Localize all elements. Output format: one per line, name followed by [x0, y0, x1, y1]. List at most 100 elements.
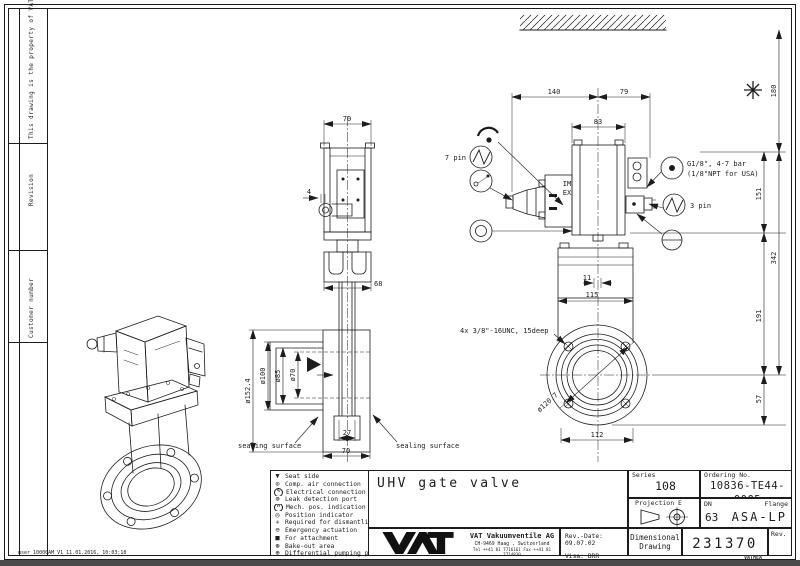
legend-item: ■For attachment [273, 535, 368, 543]
flange-value: ASA-LP [731, 510, 787, 524]
dn-value: 63 [705, 511, 719, 524]
dim-flange-width: 112 [591, 431, 604, 439]
front-view: 70 4 68 [238, 115, 459, 462]
dn-label: DN [704, 500, 712, 508]
ex-label: EX [563, 189, 572, 197]
visa: Visa: BRR [565, 553, 600, 560]
seat-side-icon: ▼ [275, 473, 280, 481]
dim-offset: 11 [583, 274, 591, 282]
legend-label: Bake-out area [285, 542, 335, 550]
bake-out-icon: ⊛ [275, 542, 280, 550]
drawing-number: 231370 [692, 536, 758, 552]
legend-item: ⊕Differential pumping port [273, 550, 368, 558]
sealing-surface-right-label: sealing surface [396, 442, 459, 450]
dim-body-plan-width: 83 [594, 118, 602, 126]
dim-actuator-height: 151 [755, 188, 763, 201]
iso-flange [100, 444, 202, 530]
air-port-label-1: G1/8", 4-7 bar [687, 160, 746, 168]
doc-type-1: Dimensional [630, 533, 680, 542]
knob [318, 203, 333, 217]
series-value: 108 [655, 479, 676, 493]
dim-body-depth: 27 [343, 429, 351, 437]
isometric-view [86, 315, 206, 530]
doc-type-cell: Dimensional Drawing [628, 528, 682, 556]
electrical-symbol [469, 145, 493, 169]
dim-bonnet-width: 68 [374, 280, 382, 288]
doc-type-2: Drawing [639, 542, 671, 551]
rev-date: Rev.-Date: 09.07.02 [565, 533, 603, 547]
position-indicator-icon: ◎ [275, 511, 280, 519]
dim-port-side: 79 [620, 88, 628, 96]
customer-number-label: Customer number [28, 277, 35, 338]
bolt-spec-label: 4x 3/8"-16UNC, 15deep [460, 327, 549, 335]
legend-label: Comp. air connection [285, 481, 361, 489]
emergency-icon: ⊖ [275, 526, 280, 535]
ceiling-hatch [520, 15, 666, 30]
dim-body-width: 70 [342, 447, 350, 455]
legend-item: ▼ Seat side [273, 473, 368, 481]
dim-actuator-length: 140 [548, 88, 561, 96]
legend-item: ∿Electrical connection [273, 488, 368, 497]
dim-flange-od: ø152.4 [244, 378, 252, 403]
vat-logo [382, 532, 454, 554]
revision-label: Revision [28, 173, 35, 206]
rev-label: Rev. [771, 530, 787, 538]
outer-border [4, 4, 796, 560]
revdate-cell: Rev.-Date: 09.07.02 Visa: BRR [560, 528, 628, 560]
projection-label: Projection E [635, 499, 682, 507]
legend-label: Position indicator [285, 511, 354, 519]
drawing-number-cell: 231370 [682, 528, 768, 556]
dim-body-height: 191 [755, 310, 763, 323]
legend-item: ⊙ Comp. air connection [273, 481, 368, 489]
mech-pos-icon: M [274, 503, 283, 512]
mech-pos-symbol [469, 169, 493, 193]
dismantling-icon: ✳ [275, 519, 280, 527]
leak-detection-icon: ⊚ [275, 496, 280, 504]
margin-divider-inner [47, 8, 48, 556]
print-info: user 10000AM V1 11.01.2016, 10:03:18 [18, 550, 127, 556]
dim-indicator-offset: 4 [307, 188, 311, 196]
electrical-icon: ∿ [274, 488, 283, 497]
legend-label: Emergency actuation [285, 527, 358, 535]
margin-divider [19, 8, 20, 556]
legend-label: Required for dismantling [285, 519, 368, 527]
company-name: VAT Vakuumventile AG [469, 532, 555, 540]
legend-label: For attachment [285, 534, 339, 542]
legend-item: ⊖ Emergency actuation [273, 527, 368, 535]
stamp: VATMEA [744, 555, 763, 561]
rev-cell: Rev. [768, 528, 792, 556]
legend-label: Seat side [285, 473, 320, 481]
ordering-label: Ordering No. [704, 471, 751, 479]
air-port-symbol [660, 156, 684, 180]
margin-line [8, 143, 47, 144]
im-label: IM [563, 180, 571, 188]
title-cell: UHV gate valve [368, 470, 628, 528]
page-title: UHV gate valve [377, 476, 522, 491]
side-view: 140 79 83 IM EX 7 pin [445, 15, 786, 462]
legend-item: ⊛ Bake-out area [273, 542, 368, 550]
legend-label: Electrical connection [286, 488, 366, 496]
dim-flange-half: 57 [755, 395, 763, 403]
comp-air-symbol [476, 126, 499, 137]
legend-item: ✳ Required for dismantling [273, 519, 368, 527]
scan-shadow [0, 560, 800, 566]
company-phone: Tel ++41 81 7716161 Fax ++41 81 7714830 [472, 547, 552, 557]
series-cell: Series 108 [628, 470, 700, 498]
legend-item: ◎ Position indicator [273, 511, 368, 519]
legend-label: Mech. pos. indication [286, 504, 366, 512]
margin-line [8, 250, 47, 251]
electrical-symbol-3pin [662, 193, 686, 217]
dim-bore: ø70 [289, 369, 297, 382]
comp-air-icon: ⊙ [275, 480, 280, 489]
dim-seal-dia: ø85 [274, 370, 282, 383]
series-label: Series [632, 471, 656, 479]
margin-line [8, 342, 47, 343]
legend-label: Leak detection port [285, 496, 358, 504]
projection-symbol [640, 507, 688, 527]
company-address: CH-9469 Haag , Switzerland [474, 542, 550, 547]
company-cell: VAT Vakuumventile AG CH-9469 Haag , Swit… [368, 528, 560, 557]
legend-item: ⊚ Leak detection port [273, 496, 368, 504]
legend-label: Differential pumping port [285, 550, 368, 558]
